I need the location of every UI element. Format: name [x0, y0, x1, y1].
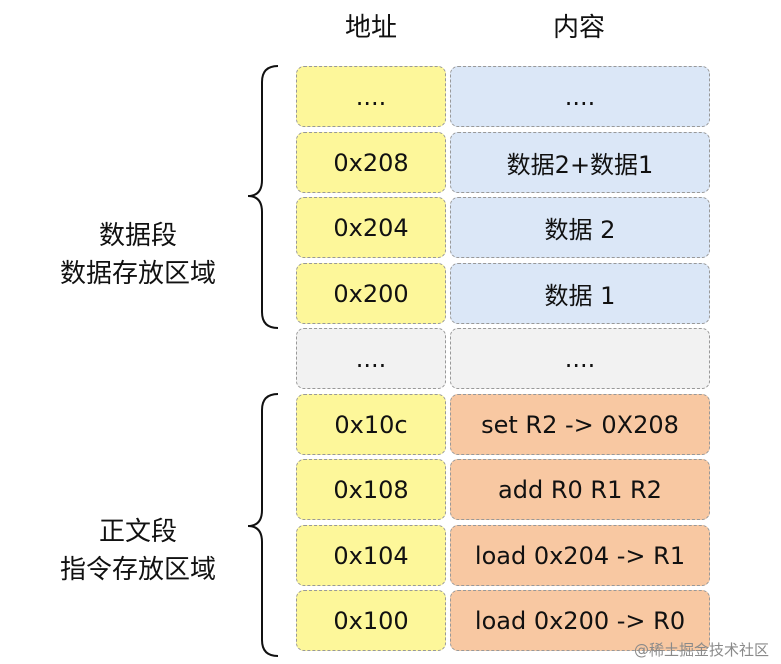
data-segment-label: 数据段 数据存放区域: [28, 217, 248, 293]
address-column-header: 地址: [344, 13, 397, 43]
code-segment-title: 正文段: [98, 517, 177, 547]
address-cell: 0x108: [296, 459, 446, 520]
address-cell: ....: [296, 328, 446, 389]
code-segment-label: 正文段 指令存放区域: [28, 513, 248, 589]
content-cell: 数据2+数据1: [450, 132, 710, 193]
code-segment-brace: [247, 393, 279, 657]
content-column-header: 内容: [552, 13, 605, 43]
address-cell: 0x208: [296, 132, 446, 193]
address-cell: 0x204: [296, 197, 446, 258]
data-segment-title: 数据段: [98, 221, 177, 251]
content-cell: ....: [450, 66, 710, 127]
data-segment-brace: [247, 65, 279, 329]
code-segment-description: 指令存放区域: [59, 555, 216, 585]
content-cell: load 0x200 -> R0: [450, 590, 710, 651]
content-cell: 数据 1: [450, 263, 710, 324]
content-cell: ....: [450, 328, 710, 389]
content-cell: set R2 -> 0X208: [450, 394, 710, 455]
data-segment-description: 数据存放区域: [59, 259, 216, 289]
address-cell: 0x100: [296, 590, 446, 651]
address-cell: 0x104: [296, 525, 446, 586]
content-cell: 数据 2: [450, 197, 710, 258]
address-cell: 0x10c: [296, 394, 446, 455]
watermark: @稀土掘金技术社区: [633, 641, 769, 659]
address-cell: ....: [296, 66, 446, 127]
address-cell: 0x200: [296, 263, 446, 324]
content-cell: add R0 R1 R2: [450, 459, 710, 520]
content-cell: load 0x204 -> R1: [450, 525, 710, 586]
